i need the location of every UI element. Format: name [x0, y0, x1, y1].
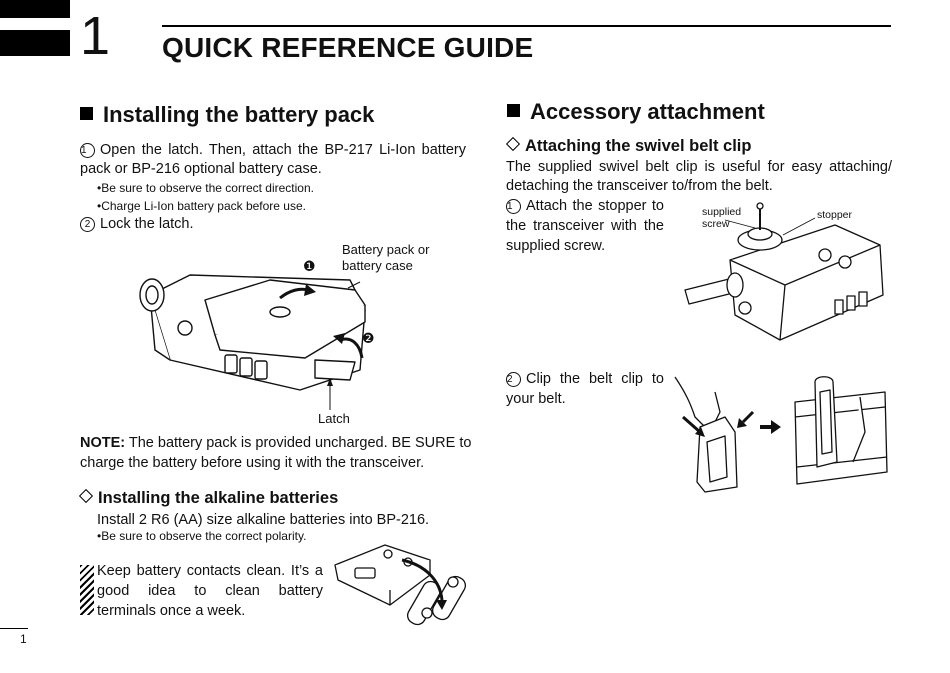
- step-number: 1: [506, 199, 521, 214]
- diamond-icon: [78, 488, 94, 504]
- step-text: Clip the belt clip to your belt.: [506, 371, 664, 407]
- square-bullet-icon: [80, 107, 93, 120]
- step-text: Lock the latch.: [100, 216, 194, 232]
- page-title: QUICK REFERENCE GUIDE: [162, 32, 534, 63]
- header-rule: [162, 25, 891, 27]
- tip-text: Keep battery contacts clean. It’s a good…: [97, 563, 323, 619]
- step-text: Attach the stopper to the transceiver wi…: [506, 198, 664, 254]
- step-number: 1: [80, 143, 95, 158]
- chapter-number: 1: [80, 6, 111, 66]
- diamond-icon: [505, 136, 521, 152]
- stopper-label: stopper: [817, 209, 853, 221]
- step-text: Open the latch. Then, attach the BP-217 …: [80, 142, 466, 177]
- marker-2: ❷: [362, 330, 375, 346]
- bullet-charge: •Charge Li-Ion battery pack before use.: [97, 199, 306, 213]
- square-bullet-icon: [507, 104, 520, 117]
- alkaline-text: Install 2 R6 (AA) size alkaline batterie…: [97, 512, 430, 528]
- bullet-direction: •Be sure to observe the correct directio…: [97, 181, 314, 195]
- alkaline-battery-illustration: [334, 544, 467, 626]
- section-heading-battery: Installing the battery pack: [80, 102, 374, 128]
- page-number: 1: [20, 632, 27, 646]
- step-number: 2: [80, 217, 95, 232]
- alkaline-bullet: •Be sure to observe the correct polarity…: [97, 529, 307, 543]
- battery-install-illustration: [139, 274, 366, 410]
- latch-label: Latch: [318, 411, 350, 426]
- swivel-intro: The supplied swivel belt clip is useful …: [506, 159, 892, 194]
- swivel-clip-heading: Attaching the swivel belt clip: [505, 136, 751, 156]
- footer-rule: [0, 628, 28, 629]
- note: NOTE: The battery pack is provided uncha…: [80, 433, 472, 473]
- note-label: NOTE:: [80, 435, 126, 451]
- chapter-tab-top: [0, 0, 70, 18]
- section-heading-accessory: Accessory attachment: [507, 99, 765, 125]
- step-number: 2: [506, 372, 521, 387]
- chapter-tab: [0, 30, 70, 56]
- alkaline-heading: Installing the alkaline batteries: [78, 488, 338, 508]
- note-text: The battery pack is provided uncharged. …: [80, 435, 472, 471]
- belt-clip-illustration: [674, 376, 888, 493]
- hatch-icon: [80, 565, 94, 615]
- supplied-screw-label: supplied screw: [702, 206, 742, 230]
- battery-pack-label: Battery pack or battery case: [342, 242, 430, 273]
- stopper-attach-illustration: [684, 202, 884, 341]
- marker-1: ❶: [303, 258, 316, 274]
- step-2: 2 Lock the latch.: [80, 215, 194, 234]
